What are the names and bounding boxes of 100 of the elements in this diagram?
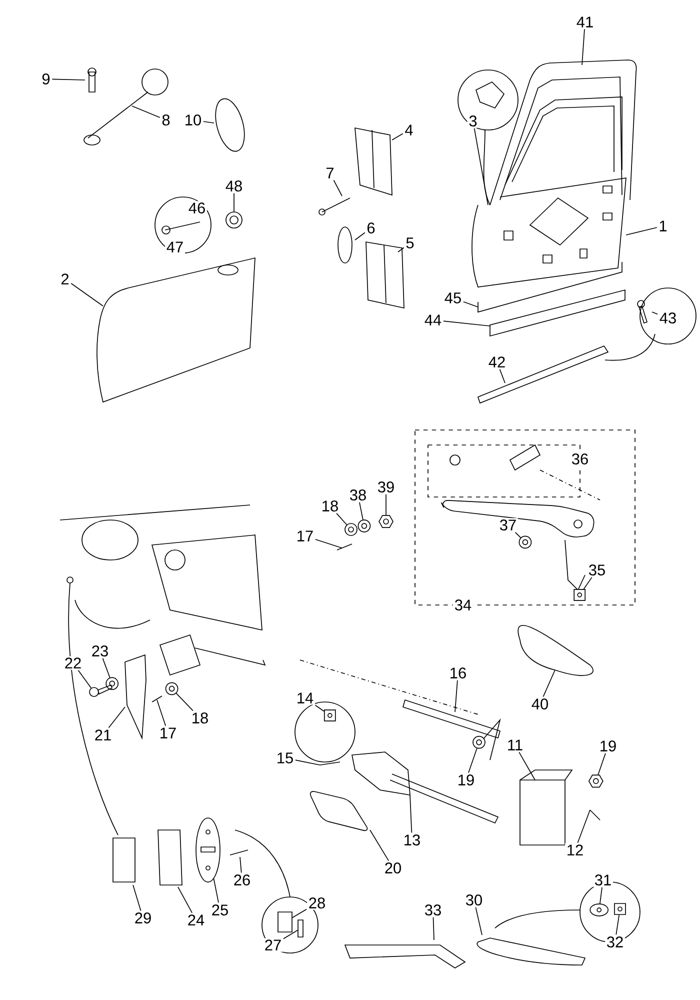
leader-line <box>600 886 602 904</box>
callout-number: 41 <box>575 15 596 29</box>
callout-number: 12 <box>565 843 585 857</box>
callout-number: 37 <box>498 518 518 532</box>
callout-number: 24 <box>186 913 206 927</box>
leader-line <box>370 830 389 862</box>
leader-line <box>583 576 592 590</box>
leader-line <box>102 658 110 678</box>
callout-number: 6 <box>365 221 377 235</box>
callout-number: 38 <box>348 488 368 502</box>
callout-number: 22 <box>63 656 83 670</box>
clip <box>614 903 626 915</box>
washer <box>472 736 486 749</box>
callout-number: 3 <box>467 114 479 128</box>
leader-line <box>518 752 536 780</box>
clip <box>298 920 304 938</box>
callout-number: 19 <box>598 739 618 753</box>
leader-line <box>178 886 192 914</box>
leader-line <box>336 512 348 526</box>
leader-line <box>292 908 307 918</box>
callout-number: 36 <box>570 452 590 466</box>
callout-number: 25 <box>210 903 230 917</box>
callout-number: 18 <box>320 499 340 513</box>
callout-number: 29 <box>133 911 153 925</box>
leader-line <box>582 28 585 66</box>
clip <box>574 588 586 601</box>
callout-number: 8 <box>160 113 172 127</box>
leader-line <box>52 78 86 80</box>
nut <box>378 515 394 528</box>
leader-line <box>359 502 364 520</box>
leader-line <box>616 914 620 936</box>
washer <box>358 519 371 532</box>
callout-number: 23 <box>90 644 110 658</box>
leader-line <box>652 312 658 315</box>
callout-number: 26 <box>232 873 252 887</box>
screw <box>89 684 113 697</box>
leader-line <box>398 247 404 252</box>
callout-number: 7 <box>324 166 336 180</box>
callout-number: 34 <box>453 598 473 612</box>
leader-line <box>203 121 214 124</box>
callout-number: 33 <box>423 903 443 917</box>
callout-number: 2 <box>59 272 71 286</box>
callout-number: 46 <box>187 201 207 215</box>
callout-number: 17 <box>158 726 178 740</box>
striker-plate <box>196 818 220 882</box>
callout-number: 45 <box>443 291 463 305</box>
leader-line <box>598 752 606 776</box>
callout-number: 35 <box>587 563 607 577</box>
leader-line <box>108 706 126 728</box>
callout-number: 30 <box>464 893 484 907</box>
callout-number: 18 <box>190 711 210 725</box>
leader-line <box>78 670 92 688</box>
leader-line <box>468 748 478 774</box>
callout-number: 9 <box>40 72 52 86</box>
leader-line <box>354 232 366 240</box>
leader-line <box>240 856 242 874</box>
leader-line <box>392 133 404 140</box>
washer <box>518 536 532 549</box>
washer <box>165 682 178 696</box>
callout-number: 20 <box>383 861 403 875</box>
callout-number: 21 <box>93 728 113 742</box>
leader-line <box>474 128 488 206</box>
nut <box>588 774 604 788</box>
callout-number: 4 <box>403 123 415 137</box>
callout-number: 16 <box>448 666 468 680</box>
leader-line <box>410 794 412 834</box>
leader-line <box>499 368 506 384</box>
leader-line <box>432 916 434 940</box>
callout-number: 28 <box>307 896 327 910</box>
callout-number: 40 <box>530 697 550 711</box>
callout-number: 19 <box>456 773 476 787</box>
callout-number: 27 <box>263 938 283 952</box>
leader-line <box>70 282 104 306</box>
leader-line <box>542 670 556 698</box>
callout-number: 13 <box>402 833 422 847</box>
callout-number: 1 <box>657 219 669 233</box>
clip <box>324 709 336 722</box>
leader-line <box>132 884 142 912</box>
leader-line <box>626 227 658 236</box>
callout-number: 17 <box>295 529 315 543</box>
washer <box>106 677 119 690</box>
grommet <box>590 903 609 916</box>
callout-number: 10 <box>183 113 203 127</box>
leader-line <box>132 106 160 118</box>
leader-line <box>314 704 324 712</box>
leader-line <box>514 532 522 538</box>
leader-line <box>463 301 478 308</box>
callout-number: 48 <box>224 179 244 193</box>
callout-number: 47 <box>165 240 185 254</box>
leader-line <box>577 810 590 844</box>
washer <box>344 523 358 536</box>
callout-number: 32 <box>605 935 626 949</box>
leader-line <box>454 680 458 712</box>
leader-line <box>213 878 219 904</box>
leader-line <box>176 692 194 712</box>
leader-line <box>283 930 298 940</box>
callout-number: 39 <box>376 480 396 494</box>
leader-line <box>315 538 342 548</box>
leader-line <box>295 760 320 766</box>
leader-line <box>333 180 342 196</box>
